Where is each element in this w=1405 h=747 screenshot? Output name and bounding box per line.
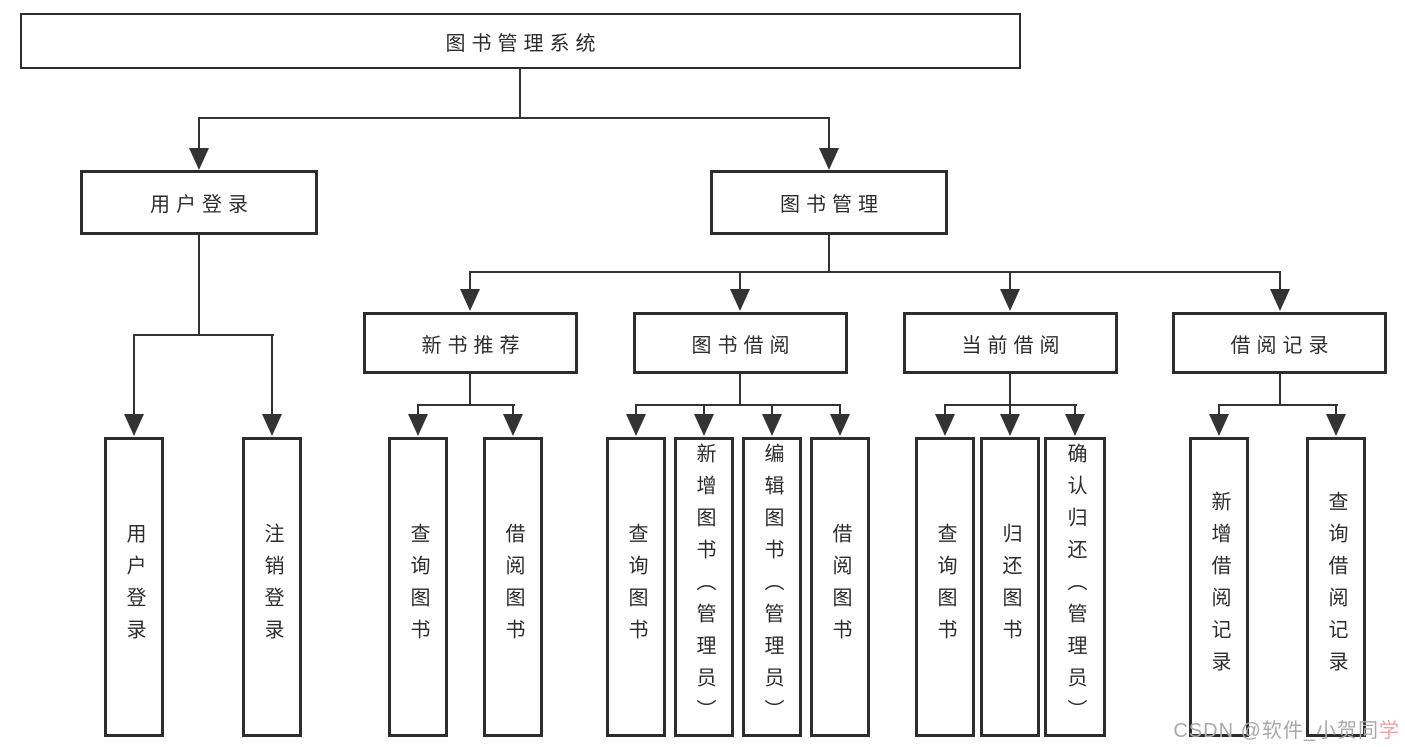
connector-line (635, 404, 841, 406)
connector-line (1335, 406, 1337, 415)
arrow-down-icon (1000, 414, 1020, 436)
connector-line (1279, 273, 1281, 290)
arrow-down-icon (819, 148, 839, 170)
leaf-current-query-label: 查询图书 (934, 523, 956, 651)
watermark-text: CSDN @软件_小贺同 (1173, 720, 1379, 742)
leaf-borrow-query-label: 查询图书 (625, 523, 647, 651)
connector-line (271, 336, 273, 415)
arrow-down-icon (408, 414, 428, 436)
arrow-down-icon (460, 289, 480, 311)
leaf-records-query: 查询借阅记录 (1306, 437, 1366, 737)
node-book-mgmt-label: 图书管理 (780, 194, 884, 216)
connector-line (1074, 406, 1076, 415)
leaf-borrow-book-label: 借阅图书 (829, 523, 851, 651)
connector-line (703, 406, 705, 415)
connector-line (771, 406, 773, 415)
node-root: 图书管理系统 (20, 13, 1021, 69)
connector-line (635, 406, 637, 415)
connector-line (133, 334, 274, 336)
leaf-newbook-query-label: 查询图书 (407, 523, 429, 651)
connector-line (944, 404, 1077, 406)
node-book-borrow: 图书借阅 (633, 312, 848, 374)
arrow-down-icon (694, 414, 714, 436)
connector-line (198, 119, 200, 149)
connector-line (1279, 374, 1281, 406)
connector-line (1009, 374, 1011, 406)
leaf-records-add: 新增借阅记录 (1189, 437, 1249, 737)
leaf-newbook-borrow-label: 借阅图书 (502, 523, 524, 651)
leaf-records-query-label: 查询借阅记录 (1325, 491, 1347, 683)
csdn-watermark: CSDN @软件_小贺同学 (1173, 714, 1400, 743)
node-user-login: 用户登录 (80, 170, 318, 235)
arrow-down-icon (935, 414, 955, 436)
connector-line (1009, 406, 1011, 415)
connector-line (1009, 273, 1011, 290)
node-borrow-records-label: 借阅记录 (1230, 334, 1335, 357)
leaf-borrow-add: 新增图书（管理员） (674, 437, 734, 737)
connector-line (133, 336, 135, 415)
node-borrow-records: 借阅记录 (1172, 312, 1387, 374)
arrow-down-icon (762, 414, 782, 436)
connector-line (1218, 404, 1338, 406)
leaf-current-query: 查询图书 (915, 437, 975, 737)
connector-line (1218, 406, 1220, 415)
connector-line (828, 119, 830, 149)
leaf-borrow-edit-label: 编辑图书（管理员） (761, 443, 783, 731)
arrow-down-icon (262, 414, 282, 436)
connector-line (839, 406, 841, 415)
connector-line (469, 374, 471, 406)
watermark-text-accent: 学 (1379, 720, 1400, 742)
connector-line (198, 235, 200, 336)
node-book-borrow-label: 图书借阅 (691, 334, 796, 357)
connector-line (739, 273, 741, 290)
connector-line (828, 235, 830, 273)
arrow-down-icon (1270, 289, 1290, 311)
leaf-borrow-edit: 编辑图书（管理员） (742, 437, 802, 737)
node-book-mgmt: 图书管理 (710, 170, 948, 235)
node-new-book-recommend: 新书推荐 (363, 312, 578, 374)
leaf-current-confirm-label: 确认归还（管理员） (1064, 443, 1086, 731)
node-current-borrow-label: 当前借阅 (961, 334, 1066, 357)
arrow-down-icon (1326, 414, 1346, 436)
leaf-borrow-book: 借阅图书 (810, 437, 870, 737)
leaf-current-confirm: 确认归还（管理员） (1044, 437, 1106, 737)
connector-line (519, 69, 521, 118)
connector-line (198, 117, 830, 119)
leaf-records-add-label: 新增借阅记录 (1208, 491, 1230, 683)
leaf-newbook-query: 查询图书 (388, 437, 448, 737)
leaf-user-login-label: 用户登录 (123, 523, 145, 651)
connector-line (469, 271, 1281, 273)
connector-line (417, 404, 515, 406)
connector-line (469, 273, 471, 290)
arrow-down-icon (830, 414, 850, 436)
node-root-label: 图书管理系统 (445, 32, 602, 55)
leaf-borrow-query: 查询图书 (606, 437, 666, 737)
arrow-down-icon (730, 289, 750, 311)
leaf-user-login: 用户登录 (104, 437, 164, 737)
connector-line (739, 374, 741, 406)
leaf-current-return-label: 归还图书 (999, 523, 1021, 651)
leaf-borrow-add-label: 新增图书（管理员） (693, 443, 715, 731)
leaf-newbook-borrow: 借阅图书 (483, 437, 543, 737)
leaf-logout-label: 注销登录 (261, 523, 283, 651)
node-user-login-label: 用户登录 (150, 194, 254, 216)
arrow-down-icon (124, 414, 144, 436)
connector-line (944, 406, 946, 415)
arrow-down-icon (1000, 289, 1020, 311)
arrow-down-icon (626, 414, 646, 436)
arrow-down-icon (1209, 414, 1229, 436)
leaf-current-return: 归还图书 (980, 437, 1040, 737)
connector-line (417, 406, 419, 415)
arrow-down-icon (503, 414, 523, 436)
connector-line (512, 406, 514, 415)
node-new-book-recommend-label: 新书推荐 (421, 334, 526, 357)
arrow-down-icon (189, 148, 209, 170)
arrow-down-icon (1065, 414, 1085, 436)
node-current-borrow: 当前借阅 (903, 312, 1118, 374)
leaf-logout: 注销登录 (242, 437, 302, 737)
